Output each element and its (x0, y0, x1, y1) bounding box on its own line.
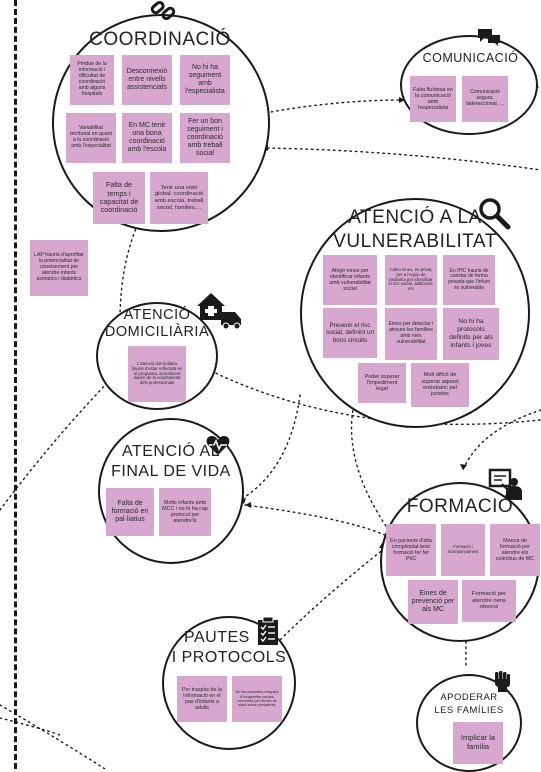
formacio-note-2: Formació i acompanyament (441, 524, 485, 576)
connector-formacio-pautes (279, 547, 386, 641)
left-dashed-border (14, 0, 17, 769)
coordinacio-title: COORDINACIÓ (89, 29, 231, 50)
connector-vuln-formacio (350, 399, 391, 533)
coordinacio-note-6: Fer un bon seguiment i coordinació amb t… (180, 113, 230, 163)
raised-fist-icon (495, 671, 510, 692)
domiciliaria-note-1: L'atenció domiciliària hauria d'estar re… (128, 346, 186, 402)
vulnerabilitat-note-3: En l'HC hauria de constar de forma priva… (443, 255, 495, 305)
apoderar-note-1: Implicar la família (453, 722, 503, 764)
vulnerabilitat-note-4: Prevenir el risc social, definint un bon… (323, 308, 377, 358)
home-ambulance-icon (197, 293, 241, 330)
magnifier-icon (479, 198, 511, 230)
coordinacio-note-2: Desconnexió entre nivells assistencials (122, 55, 172, 105)
chat-bubbles-icon (478, 29, 500, 46)
final-vida-note-1: Falta de formació en pal·liatius (106, 488, 154, 536)
vulnerabilitat-note-2: Calen eines, en privat, per a l'equip de… (385, 255, 437, 305)
coordinacio-note-7: Falta de temps i capacitat de coordinaci… (93, 172, 145, 224)
apoderar-title-2: LES FAMÍLIES (434, 705, 504, 716)
formacio-note-4: Eines de prevenció per als MC (408, 580, 458, 624)
connector-right-formacio (462, 409, 541, 471)
comunicacio-note-2: Comunicació segura, bidereccional, ... (462, 76, 508, 122)
coordinacio-note-8: Tenir una visió global: coordinació amb … (150, 172, 208, 224)
coordinacio-note-5: En MC tenir una bona coordinació amb l'e… (122, 113, 172, 163)
standalone-note: LAP hauria d'aprofitar la potencialitat … (30, 240, 88, 296)
connector-coord-comunicacio (254, 99, 406, 116)
vulnerabilitat-note-8: Molt difícil de superar aquest entrebanc… (411, 363, 469, 407)
vulnerabilitat-note-6: No hi ha protocols definits per als infa… (443, 308, 499, 360)
formacio-note-3: Manca de formació per atendre els colect… (490, 524, 540, 576)
pautes-note-1: Per traspàs de la informació en el pas d… (177, 676, 227, 722)
arrowhead (245, 502, 251, 508)
connector-coord-vulnerabilitat (261, 147, 541, 171)
final-vida-note-2: Molts infants amb MCC i no hi ha cap pro… (159, 488, 211, 536)
arrowhead (460, 464, 467, 470)
clipboard-checklist-icon (258, 616, 278, 645)
vulnerabilitat-title-1: ATENCIÓ A LA (348, 207, 482, 228)
domiciliaria-title-1: ATENCIÓ (123, 307, 191, 323)
apoderar-title-1: APODERAR (440, 692, 498, 703)
heart-pulse-icon (206, 436, 230, 455)
connector-vuln-finalvida (239, 394, 301, 501)
comunicacio-title: COMUNICACIÓ (422, 51, 519, 65)
domiciliaria-title-2: DOMICILIÀRIA (104, 324, 210, 340)
arrowhead (399, 97, 405, 103)
coordinacio-note-3: No hi ha seguiment amb l'especialista (180, 55, 230, 105)
coordinacio-note-4: Variabilitat territorial en quant a la c… (66, 113, 116, 163)
pautes-title-1: PAUTES (184, 629, 250, 646)
vulnerabilitat-note-1: Afegir eines per identificar infants amb… (323, 255, 377, 305)
formacio-title: FORMACIÓ (406, 496, 514, 517)
connector-bottom-left (0, 704, 106, 769)
comunicacio-note-1: Falta fluïdesa en la comunicació amb l'e… (410, 76, 456, 122)
connector-bottom-right (0, 717, 61, 736)
teacher-board-icon (488, 468, 522, 500)
formacio-note-1: En pacients d'alta complexitat tenir for… (386, 524, 436, 576)
pautes-note-2: En les consultes d'equips d'incapacitar … (232, 676, 282, 722)
vulnerabilitat-note-7: Poder superar l'impediment legal (358, 363, 406, 403)
final-vida-title-2: FINAL DE VIDA (111, 463, 231, 480)
chain-link-icon (150, 1, 176, 20)
pautes-title-2: I PROTOCOLS (171, 649, 287, 666)
connector-formacio-finalvida (244, 504, 396, 541)
vulnerabilitat-title-2: VULNERABILITAT (333, 231, 497, 252)
coordinacio-note-1: Pèrdue de la informació i dificultat de … (70, 55, 114, 105)
connector-vuln-domiciliaria (204, 367, 541, 426)
vulnerabilitat-note-5: Eines per detectar i atreure les famílie… (385, 308, 437, 360)
final-vida-title-1: ATENCIÓ AL (121, 443, 221, 460)
formacio-note-5: Formació per atendre nens obesos (462, 580, 516, 622)
